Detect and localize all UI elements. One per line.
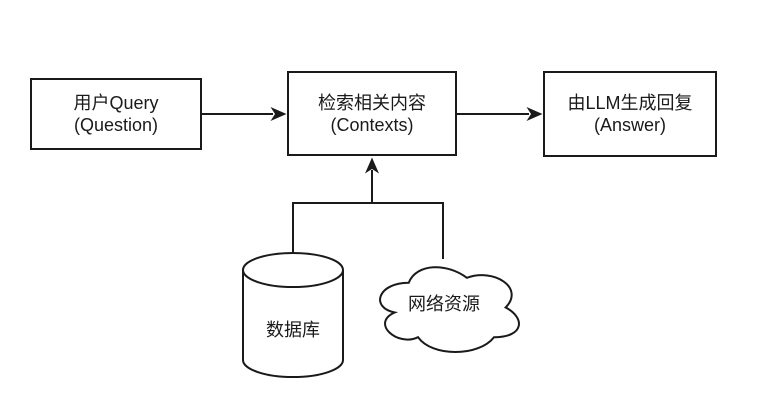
merge-connector-path bbox=[292, 202, 444, 259]
node-retrieve-contexts-subtitle: (Contexts) bbox=[330, 114, 414, 135]
arrow-retrieve-to-answer bbox=[457, 107, 543, 121]
arrow-sources-to-retrieve-head bbox=[365, 157, 379, 174]
web-resources-cloud-outline bbox=[379, 266, 520, 354]
node-retrieve-contexts: 检索相关内容 (Contexts) bbox=[287, 71, 457, 156]
database-label: 数据库 bbox=[266, 320, 320, 340]
database-cylinder-body bbox=[242, 270, 344, 378]
arrow-query-to-retrieve bbox=[202, 107, 287, 121]
node-user-query-title: 用户Query bbox=[73, 93, 159, 113]
node-llm-answer-title: 由LLM生成回复 bbox=[567, 93, 693, 113]
arrow-retrieve-to-answer-head bbox=[526, 107, 543, 121]
node-user-query-subtitle: (Question) bbox=[73, 115, 159, 135]
node-user-query: 用户Query (Question) bbox=[30, 78, 202, 150]
database-cylinder-top bbox=[242, 252, 344, 288]
node-llm-answer: 由LLM生成回复 (Answer) bbox=[543, 71, 717, 157]
node-retrieve-contexts-title: 检索相关内容 bbox=[318, 92, 426, 113]
web-resources-label: 网络资源 bbox=[408, 294, 480, 314]
web-resources-cloud bbox=[379, 266, 520, 354]
arrow-sources-to-retrieve bbox=[365, 157, 379, 203]
merge-connector bbox=[292, 202, 444, 259]
node-llm-answer-subtitle: (Answer) bbox=[593, 115, 666, 135]
database-cylinder bbox=[242, 252, 344, 378]
arrow-query-to-retrieve-head bbox=[270, 107, 287, 121]
